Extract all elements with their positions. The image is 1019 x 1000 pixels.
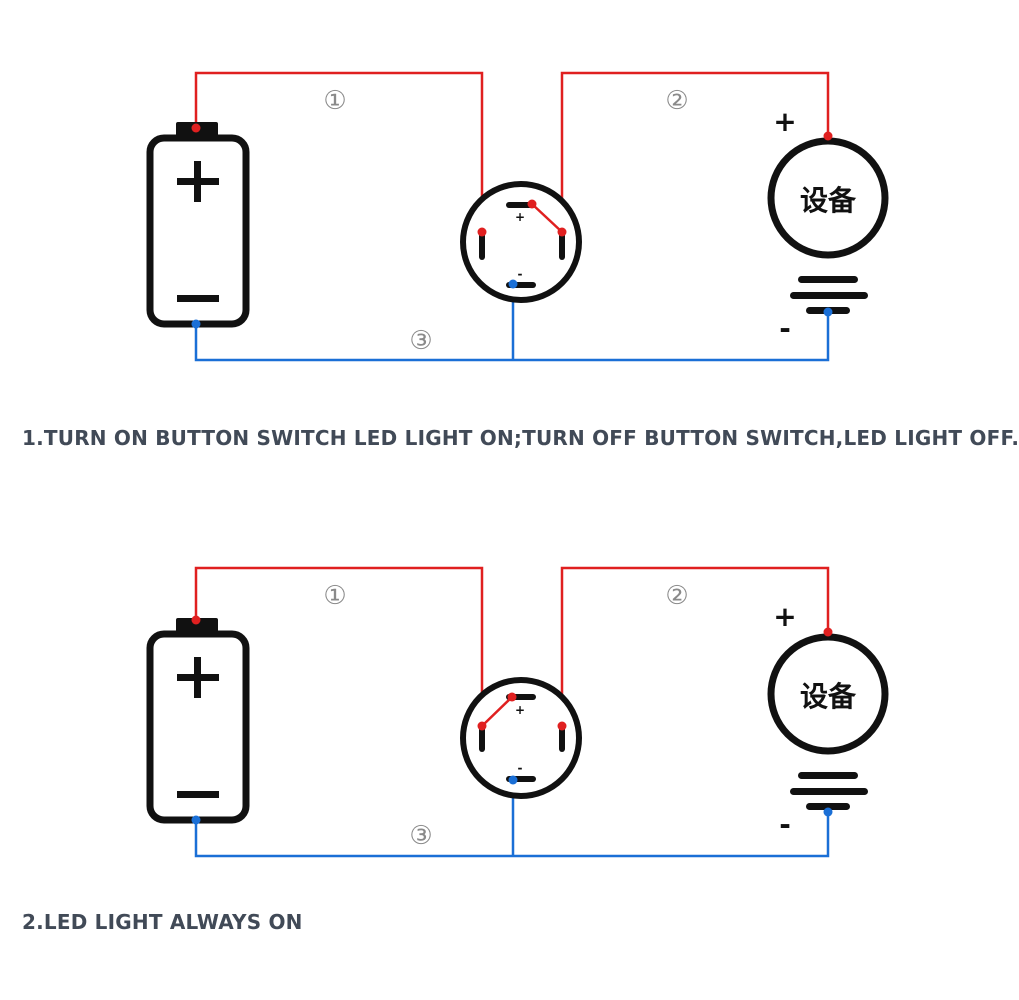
wire-1-positive bbox=[194, 71, 484, 232]
wire-3-label: ③ bbox=[409, 326, 432, 356]
device-symbol bbox=[767, 633, 889, 755]
wire-1-label: ① bbox=[323, 581, 346, 611]
wiring-diagram-1-svg: + - 设备 + - ① ② ③ bbox=[146, 71, 889, 362]
wire-3-label: ③ bbox=[409, 821, 432, 851]
switch-minus-label: - bbox=[518, 267, 523, 281]
switch-plus-label: + bbox=[515, 703, 525, 717]
wiring-diagram-2: + - 设备 + - ① ② ③ bbox=[0, 496, 1000, 896]
switch-plus-label: + bbox=[515, 210, 525, 224]
device-positive-terminal-dot bbox=[823, 627, 833, 637]
caption-2: 2.LED LIGHT ALWAYS ON bbox=[22, 910, 303, 934]
battery-positive-terminal-dot bbox=[191, 615, 201, 625]
wire-2-positive bbox=[560, 71, 830, 232]
ground-symbol bbox=[790, 772, 868, 810]
wire-2-positive bbox=[560, 566, 830, 726]
wire-1-label: ① bbox=[323, 86, 346, 116]
switch-right-terminal-dot bbox=[557, 721, 567, 731]
switch-jumper bbox=[481, 696, 513, 727]
device-negative-terminal-dot bbox=[823, 307, 833, 317]
switch-negative-terminal-dot bbox=[508, 279, 518, 289]
battery-positive-terminal-dot bbox=[191, 123, 201, 133]
wire-2-label: ② bbox=[665, 86, 688, 116]
wiring-diagram-2-svg: + - 设备 + - ① ② ③ bbox=[146, 566, 889, 858]
device-minus-label: - bbox=[779, 808, 791, 841]
switch-left-terminal-dot bbox=[477, 721, 487, 731]
battery-symbol bbox=[146, 122, 250, 328]
battery-negative-terminal-dot bbox=[191, 815, 201, 825]
device-label: 设备 bbox=[800, 680, 857, 713]
switch-left-terminal-dot bbox=[477, 227, 487, 237]
device-positive-terminal-dot bbox=[823, 131, 833, 141]
caption-1: 1.TURN ON BUTTON SWITCH LED LIGHT ON;TUR… bbox=[22, 426, 1019, 450]
wiring-diagram-1: + - 设备 + - ① ② ③ bbox=[0, 0, 1000, 400]
wire-2-label: ② bbox=[665, 581, 688, 611]
switch-minus-label: - bbox=[518, 761, 523, 775]
switch-right-terminal-dot bbox=[557, 227, 567, 237]
battery-symbol bbox=[146, 618, 250, 824]
wire-1-positive bbox=[194, 566, 484, 726]
switch-jumper bbox=[531, 203, 563, 233]
device-minus-label: - bbox=[779, 312, 791, 345]
battery-negative-terminal-dot bbox=[191, 319, 201, 329]
device-negative-terminal-dot bbox=[823, 807, 833, 817]
switch-top-terminal-dot bbox=[527, 199, 537, 209]
device-plus-label: + bbox=[773, 105, 796, 138]
button-switch-symbol bbox=[460, 181, 582, 303]
device-plus-label: + bbox=[773, 600, 796, 633]
device-label: 设备 bbox=[800, 184, 857, 217]
button-switch-symbol bbox=[460, 677, 582, 799]
device-symbol bbox=[767, 137, 889, 259]
switch-negative-terminal-dot bbox=[508, 775, 518, 785]
switch-top-terminal-dot bbox=[507, 692, 517, 702]
